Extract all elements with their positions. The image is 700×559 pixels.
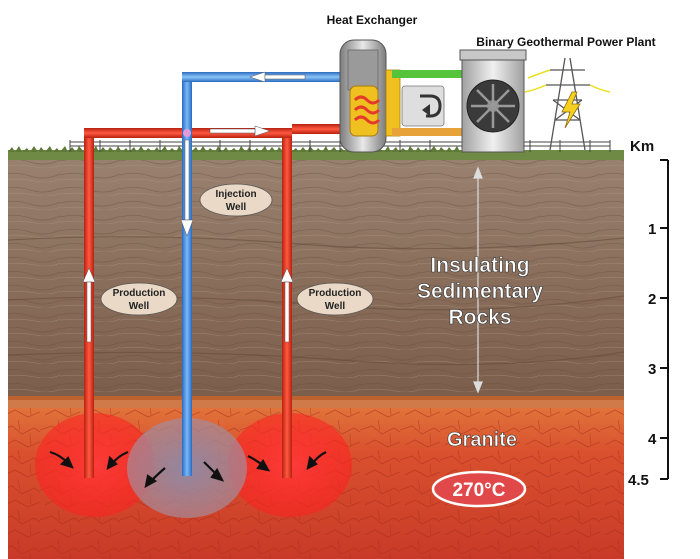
svg-text:Injection: Injection — [215, 189, 256, 200]
pipe-junction — [183, 129, 191, 137]
svg-text:Well: Well — [129, 301, 150, 312]
svg-text:Production: Production — [113, 288, 166, 299]
heat-exchanger-icon — [340, 40, 386, 152]
depth-tick-4: 4 — [648, 431, 657, 448]
power-plant-fan-icon — [460, 50, 526, 152]
depth-tick-1: 1 — [648, 221, 656, 238]
production-well-right-label: Production Well — [297, 283, 373, 315]
depth-tick-3: 3 — [648, 361, 656, 378]
svg-text:Production: Production — [309, 288, 362, 299]
depth-tick-4-5: 4.5 — [628, 472, 649, 489]
svg-text:Rocks: Rocks — [448, 306, 511, 329]
injection-well-label: Injection Well — [200, 184, 272, 216]
heat-exchanger-label: Heat Exchanger — [327, 13, 418, 27]
svg-text:Sedimentary: Sedimentary — [417, 280, 543, 303]
svg-text:270°C: 270°C — [452, 480, 505, 501]
sedimentary-layer — [8, 155, 624, 400]
power-plant-label: Binary Geothermal Power Plant — [476, 35, 655, 49]
production-well-left-label: Production Well — [101, 283, 177, 315]
depth-unit-label: Km — [630, 138, 654, 155]
depth-tick-2: 2 — [648, 291, 656, 308]
temperature-badge: 270°C — [433, 472, 525, 506]
granite-label: Granite — [447, 429, 517, 451]
svg-text:Insulating: Insulating — [430, 254, 529, 277]
svg-text:Well: Well — [226, 202, 247, 213]
svg-text:Well: Well — [325, 301, 346, 312]
